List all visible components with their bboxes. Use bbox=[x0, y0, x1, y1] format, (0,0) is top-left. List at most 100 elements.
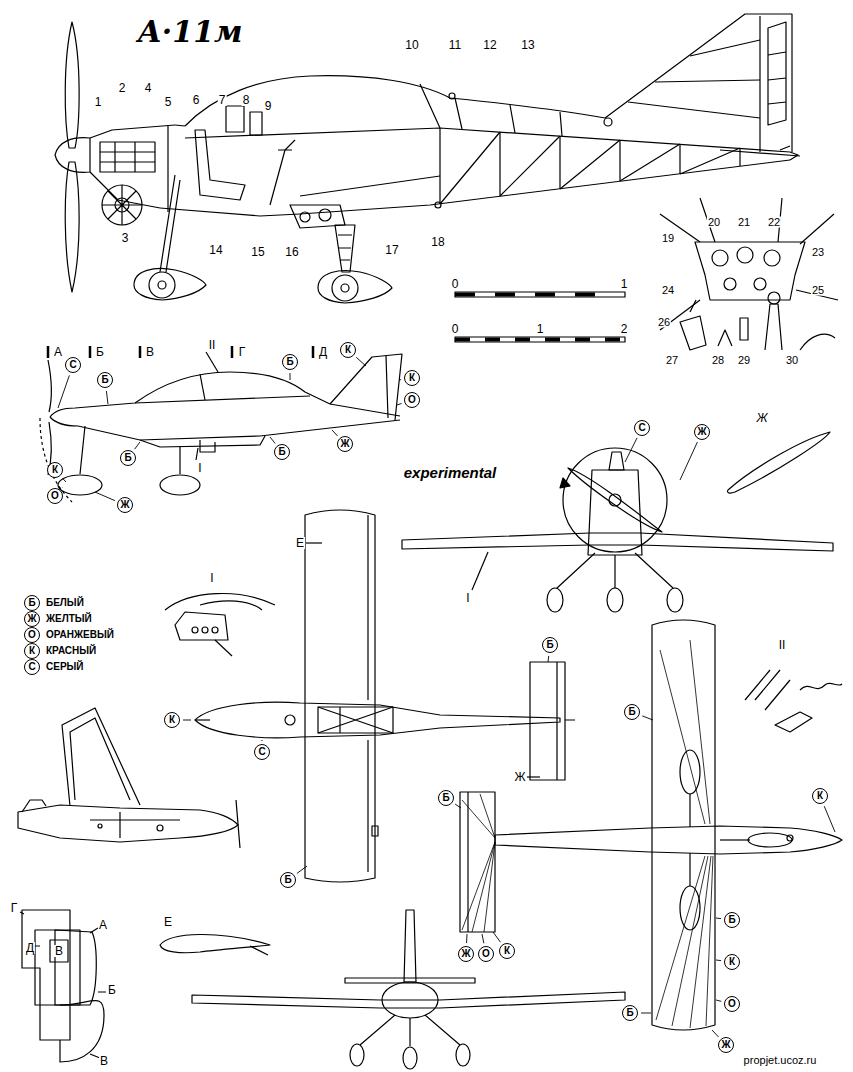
colour-letter: К bbox=[345, 345, 351, 355]
colour-marker: О bbox=[724, 996, 740, 1012]
view-label: Д bbox=[318, 346, 328, 358]
colour-marker: О bbox=[24, 627, 40, 643]
view-label: А bbox=[98, 919, 108, 931]
colour-letter: Б bbox=[284, 875, 291, 885]
leader-line bbox=[95, 492, 115, 501]
view-label: Г bbox=[10, 902, 19, 914]
colour-marker: К bbox=[724, 954, 740, 970]
colour-marker: К bbox=[499, 943, 515, 959]
colour-letter: С bbox=[28, 662, 35, 672]
colour-letter: С bbox=[638, 423, 645, 433]
leader-line bbox=[641, 1013, 651, 1014]
view-label: Д bbox=[25, 942, 35, 954]
callout-number: 20 bbox=[707, 217, 721, 228]
leader-line bbox=[58, 375, 69, 408]
colour-letter: О bbox=[728, 999, 736, 1009]
callout-number: 6 bbox=[192, 94, 201, 106]
callout-number: 18 bbox=[430, 236, 445, 248]
colour-letter: Б bbox=[101, 375, 108, 385]
colour-letter: Б bbox=[442, 793, 449, 803]
callout-number: 27 bbox=[665, 355, 679, 366]
callout-number: 3 bbox=[121, 232, 130, 244]
leader-line bbox=[183, 720, 191, 721]
legend-text: БЕЛЫЙ bbox=[46, 598, 84, 608]
callout-number: 12 bbox=[482, 39, 497, 51]
leader-line bbox=[399, 379, 401, 380]
callout-number: 7 bbox=[218, 94, 227, 106]
colour-marker: О bbox=[478, 946, 494, 962]
colour-marker: Б bbox=[24, 595, 40, 611]
view-label: Б bbox=[107, 984, 117, 996]
colour-marker: Б bbox=[624, 704, 640, 720]
leader-line bbox=[466, 934, 467, 943]
leader-line bbox=[642, 716, 653, 720]
leader-line bbox=[712, 1030, 718, 1037]
callout-number: 30 bbox=[785, 355, 799, 366]
leader-line bbox=[625, 438, 637, 462]
colour-letter: Б bbox=[124, 453, 131, 463]
colour-letter: Ж bbox=[340, 439, 349, 449]
colour-marker: Б bbox=[274, 444, 290, 460]
callout-number: 24 bbox=[661, 285, 675, 296]
colour-letter: К bbox=[817, 791, 823, 801]
callout-number: 29 bbox=[737, 355, 751, 366]
colour-marker: О bbox=[404, 392, 420, 408]
view-label: Е bbox=[163, 916, 173, 928]
colour-marker: К bbox=[164, 712, 180, 728]
view-label: I bbox=[197, 462, 202, 474]
callout-number: 5 bbox=[164, 96, 173, 108]
leader-line bbox=[716, 960, 721, 962]
colour-marker: К bbox=[404, 370, 420, 386]
colour-marker: О bbox=[47, 488, 63, 504]
colour-marker: К bbox=[24, 643, 40, 659]
colour-letter: Б bbox=[28, 598, 35, 608]
callout-number: 14 bbox=[208, 244, 223, 256]
view-label: I bbox=[465, 592, 470, 604]
colour-marker: Ж bbox=[337, 436, 353, 452]
callout-number: 25 bbox=[811, 285, 825, 296]
view-label: В bbox=[99, 1055, 109, 1067]
callout-number: 2 bbox=[118, 82, 127, 94]
callout-number: 22 bbox=[767, 217, 781, 228]
view-label: II bbox=[208, 339, 217, 351]
callout-number: 21 bbox=[737, 217, 751, 228]
colour-letter: О bbox=[51, 491, 59, 501]
view-label: Г bbox=[238, 346, 247, 358]
colour-letter: О bbox=[28, 630, 36, 640]
colour-letter: К bbox=[29, 646, 35, 656]
leader-line bbox=[356, 357, 366, 366]
callout-number: 4 bbox=[144, 82, 153, 94]
leader-line bbox=[455, 804, 461, 808]
leader-line bbox=[62, 478, 66, 482]
colour-letter: Б bbox=[546, 640, 553, 650]
callout-number: 16 bbox=[284, 246, 299, 258]
leader-line bbox=[680, 442, 697, 480]
leader-line bbox=[62, 487, 63, 488]
colour-letter: Ж bbox=[697, 427, 706, 437]
legend-text: ОРАНЖЕВЫЙ bbox=[46, 630, 114, 640]
colour-marker: С bbox=[634, 420, 650, 436]
legend-text: СЕРЫЙ bbox=[46, 662, 84, 672]
leader-line bbox=[824, 806, 835, 832]
colour-marker: Б bbox=[97, 372, 113, 388]
colour-letter: Б bbox=[278, 447, 285, 457]
view-label: experimental bbox=[403, 465, 498, 480]
colour-marker: К bbox=[812, 788, 828, 804]
callout-number: 1 bbox=[536, 323, 545, 335]
callout-number: 23 bbox=[811, 247, 825, 258]
colour-marker: Ж bbox=[117, 497, 133, 513]
leader-line bbox=[297, 866, 307, 873]
leader-line bbox=[262, 740, 263, 741]
callout-number: 0 bbox=[451, 323, 460, 335]
view-label: А bbox=[53, 346, 63, 358]
colour-marker: Б bbox=[622, 1005, 638, 1021]
colour-letter: К bbox=[409, 373, 415, 383]
colour-marker: Б bbox=[282, 354, 298, 370]
leader-line bbox=[290, 373, 291, 380]
view-label: Е bbox=[295, 537, 305, 549]
colour-marker: К bbox=[47, 462, 63, 478]
colour-letter: К bbox=[169, 715, 175, 725]
colour-marker: Ж bbox=[694, 424, 710, 440]
colour-letter: Ж bbox=[27, 614, 36, 624]
